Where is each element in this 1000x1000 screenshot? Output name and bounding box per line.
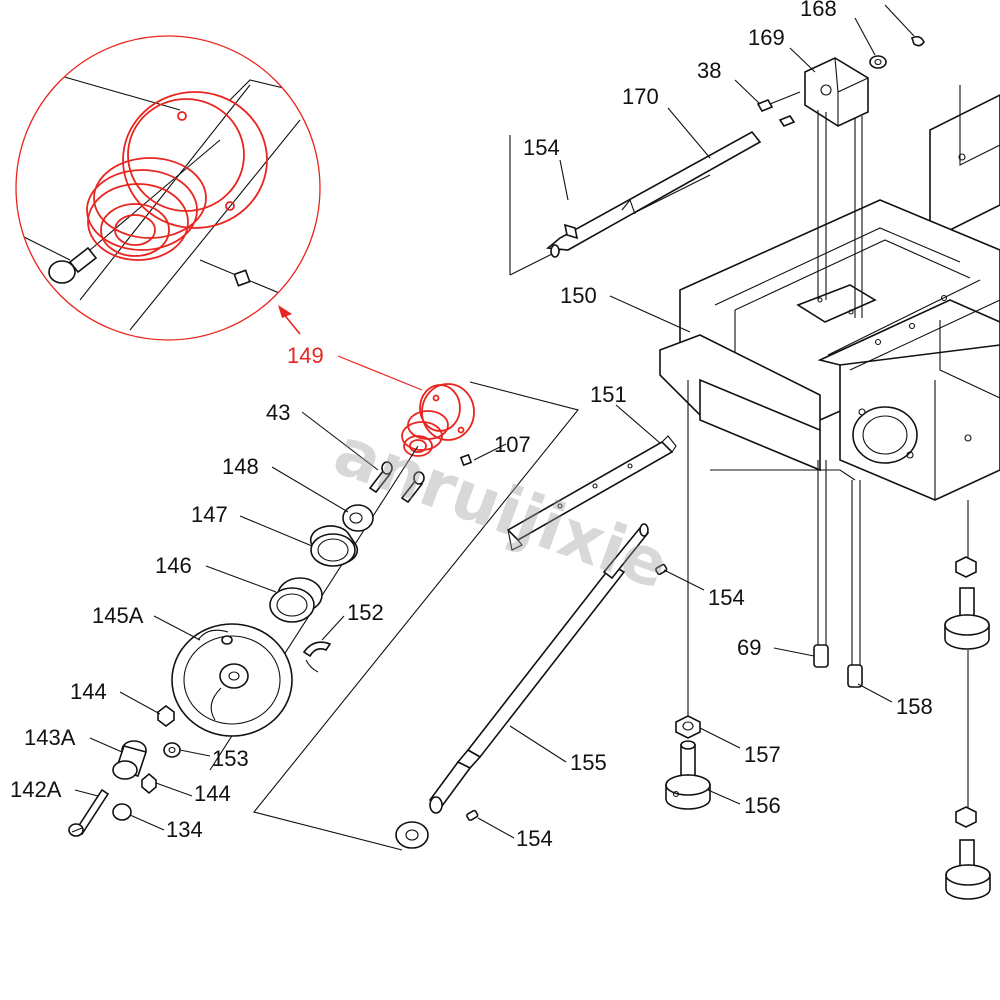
- cap-134: [112, 803, 132, 821]
- bushing-147: [309, 525, 359, 567]
- callout-154-mid: 154: [708, 585, 745, 610]
- inset-pointer-arrow: [278, 305, 301, 335]
- screw-69: [813, 644, 829, 668]
- callout-147: 147: [191, 502, 228, 527]
- key-154-mid: [655, 563, 668, 576]
- key-154-bot: [466, 809, 479, 822]
- callout-154-bot: 154: [516, 826, 553, 851]
- handwheel-145A: [171, 623, 293, 737]
- callout-38: 38: [697, 58, 721, 83]
- nut-144-top: [157, 705, 175, 727]
- foot-right-lower: [945, 806, 991, 900]
- washer-153: [163, 742, 181, 758]
- handle-143A: [112, 740, 148, 780]
- callout-labels: 168 169 38 170 154 150 151 149 43 107 14…: [10, 0, 933, 851]
- zoom-inset: [15, 35, 321, 341]
- callout-154-top: 154: [523, 135, 560, 160]
- rods-vertical: [687, 380, 861, 720]
- callout-43: 43: [266, 400, 290, 425]
- callout-168: 168: [800, 0, 837, 21]
- gib-151: [506, 435, 677, 551]
- callout-144-top: 144: [70, 679, 107, 704]
- callout-158: 158: [896, 694, 933, 719]
- callout-144-bot: 144: [194, 781, 231, 806]
- leader-lines: [74, 4, 915, 839]
- callout-156: 156: [744, 793, 781, 818]
- foot-right-upper: [944, 500, 990, 810]
- foot-156: [665, 740, 711, 810]
- screw-38: [756, 91, 801, 127]
- callout-170: 170: [622, 84, 659, 109]
- shaft-170: [509, 130, 762, 276]
- carriage-body: [659, 85, 1000, 501]
- callout-142A: 142A: [10, 777, 62, 802]
- bearing-148: [342, 504, 374, 532]
- washer-168: [869, 55, 887, 69]
- bushing-155-end: [395, 821, 429, 849]
- screw-158: [847, 664, 863, 688]
- callout-148: 148: [222, 454, 259, 479]
- nut-157: [675, 715, 701, 739]
- bushing-146: [269, 577, 323, 623]
- callout-149: 149: [287, 343, 324, 368]
- callout-146: 146: [155, 553, 192, 578]
- assembly-outline: [253, 135, 579, 851]
- key-107: [459, 453, 473, 467]
- callout-153: 153: [212, 746, 249, 771]
- callout-143A: 143A: [24, 725, 76, 750]
- screw-43: [368, 461, 425, 504]
- flange-149: [401, 383, 475, 457]
- nut-144-bot: [141, 772, 157, 795]
- callout-157: 157: [744, 742, 781, 767]
- bracket-169: [804, 57, 869, 318]
- callout-69: 69: [737, 635, 761, 660]
- callout-150: 150: [560, 283, 597, 308]
- callout-107: 107: [494, 432, 531, 457]
- callout-152: 152: [347, 600, 384, 625]
- pin-142A: [68, 788, 110, 837]
- callout-155: 155: [570, 750, 607, 775]
- callout-169: 169: [748, 25, 785, 50]
- clip-top: [911, 35, 925, 47]
- callout-134: 134: [166, 817, 203, 842]
- shaft-155: [428, 469, 856, 814]
- spring-152: [302, 641, 332, 673]
- callout-145A: 145A: [92, 603, 144, 628]
- inset-screw: [48, 246, 98, 284]
- callout-151: 151: [590, 382, 627, 407]
